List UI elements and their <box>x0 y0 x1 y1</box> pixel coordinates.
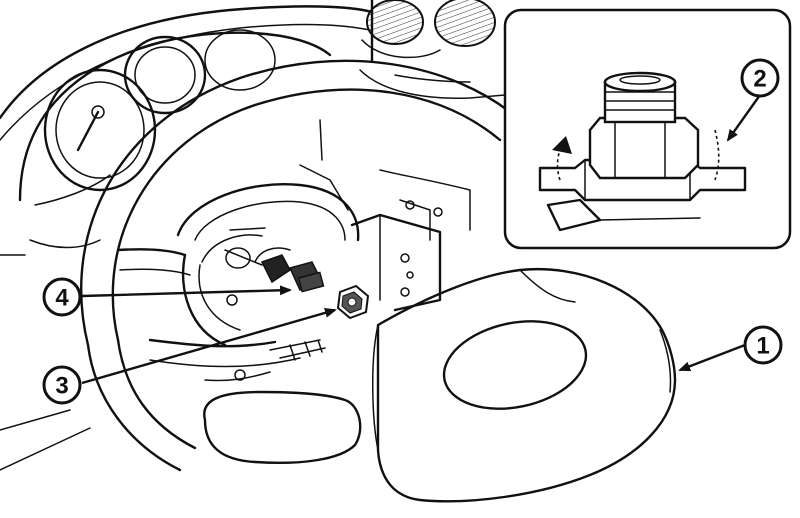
callout-leaders <box>81 94 761 385</box>
detail-inset <box>503 8 792 250</box>
callout-2-label: 2 <box>753 66 766 93</box>
gauge-needle <box>76 110 100 152</box>
callout-1: 1 <box>743 325 783 365</box>
callout-4-label: 4 <box>55 285 69 312</box>
tachometer-gauge <box>123 35 207 115</box>
airbag-cover-emblem <box>442 320 588 410</box>
connector-part <box>260 254 291 284</box>
callout-4-arrow <box>81 285 292 298</box>
center-connector-assembly <box>254 247 370 320</box>
callout-4: 4 <box>42 277 82 317</box>
air-vents <box>359 0 506 99</box>
steering-wheel <box>80 59 522 472</box>
airbag-module <box>372 267 677 503</box>
callout-2: 2 <box>740 58 780 98</box>
callout-3-arrow <box>81 307 337 385</box>
callout-1-label: 1 <box>756 333 769 360</box>
dashboard <box>0 0 506 471</box>
callout-1-arrow <box>678 343 746 372</box>
callout-3: 3 <box>42 365 82 405</box>
callout-3-label: 3 <box>55 373 68 400</box>
callout-2-arrow <box>726 94 761 142</box>
speedometer-gauge <box>43 68 157 192</box>
